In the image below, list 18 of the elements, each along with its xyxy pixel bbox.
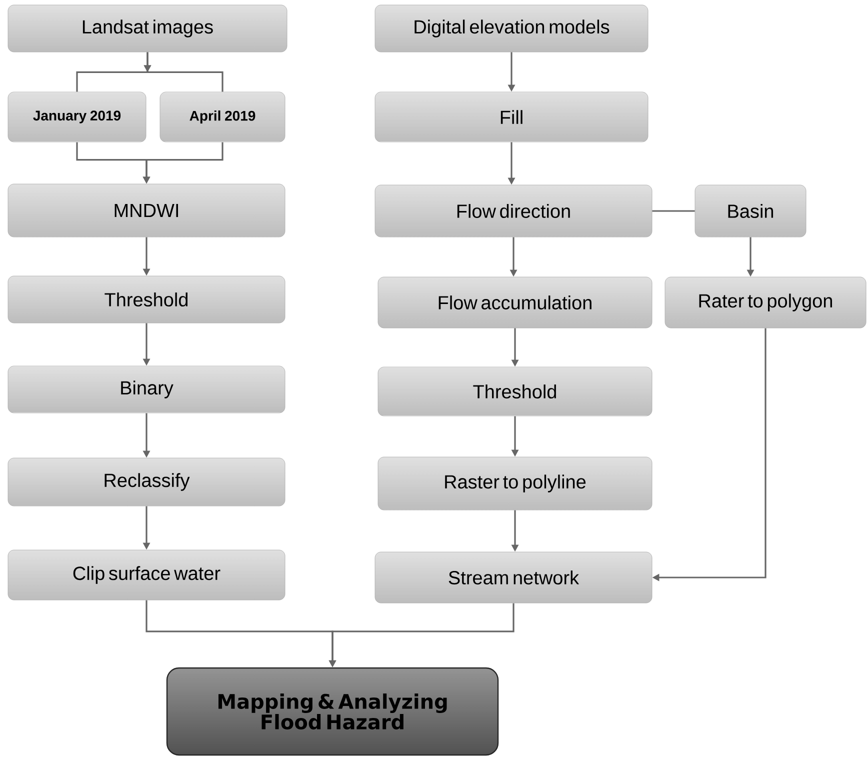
process-box: Binary bbox=[8, 366, 286, 414]
process-box: Clip surface water bbox=[8, 550, 286, 600]
result-box: Mapping & Analyzing Flood Hazard bbox=[166, 667, 499, 756]
process-box: Threshold bbox=[378, 366, 652, 416]
process-box: Flow direction bbox=[374, 184, 652, 238]
process-box: Fill bbox=[374, 92, 648, 142]
process-box: Threshold bbox=[8, 276, 286, 324]
process-box: Basin bbox=[694, 184, 806, 238]
process-box: Stream network bbox=[374, 552, 652, 604]
process-box: Raster to polyline bbox=[378, 456, 652, 510]
process-box: MNDWI bbox=[8, 184, 286, 238]
process-box: Digital elevation models bbox=[374, 4, 648, 52]
process-box: April 2019 bbox=[160, 92, 286, 142]
process-box: Reclassify bbox=[8, 458, 286, 506]
process-box: January 2019 bbox=[8, 92, 146, 142]
process-box: Landsat images bbox=[8, 4, 288, 52]
process-box: Flow accumulation bbox=[378, 276, 652, 328]
process-box: Rater to polygon bbox=[664, 276, 866, 328]
